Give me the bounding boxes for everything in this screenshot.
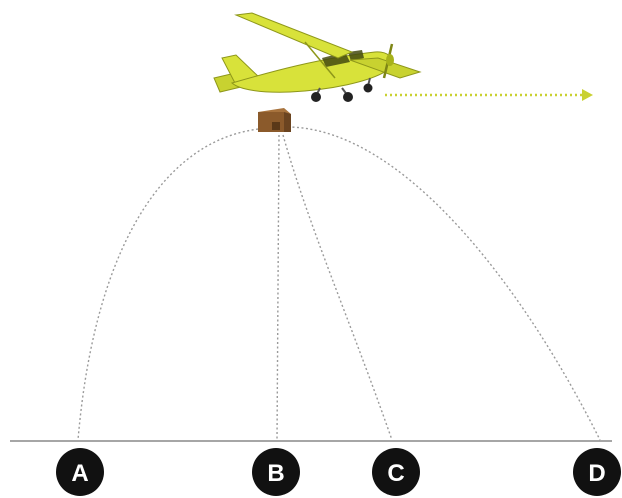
path-to-d xyxy=(287,126,601,441)
motion-arrow xyxy=(385,89,593,101)
marker-d: D xyxy=(573,448,621,496)
path-to-b xyxy=(276,134,280,441)
package-icon xyxy=(258,108,291,132)
airplane-icon xyxy=(213,12,422,102)
path-to-c xyxy=(282,134,393,441)
marker-b-label: B xyxy=(267,460,284,487)
arrow-right-icon xyxy=(582,89,593,101)
path-to-a xyxy=(77,127,277,441)
marker-a-label: A xyxy=(71,460,88,487)
marker-c-label: C xyxy=(387,460,404,487)
marker-b: B xyxy=(252,448,300,496)
marker-a: A xyxy=(56,448,104,496)
marker-d-label: D xyxy=(588,460,605,487)
trajectory-paths xyxy=(77,126,601,441)
marker-c: C xyxy=(372,448,420,496)
